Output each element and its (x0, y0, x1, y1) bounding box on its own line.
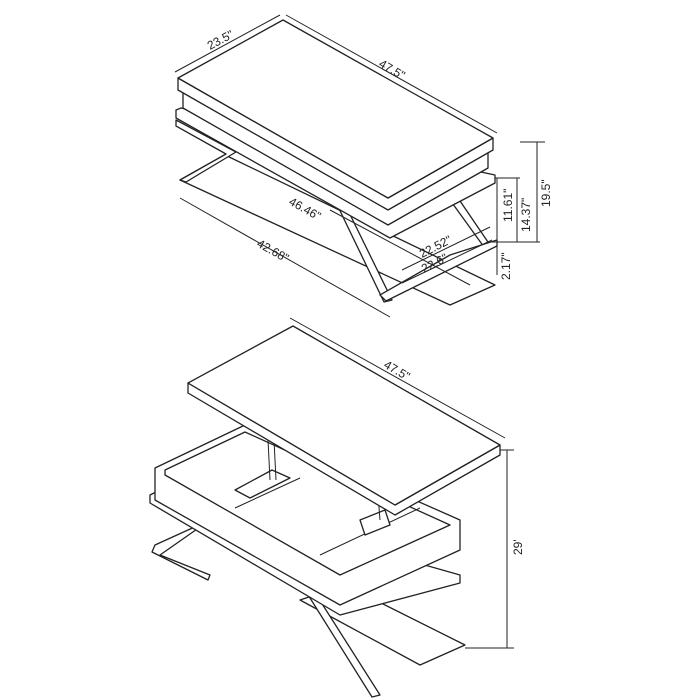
lift-mechanism-right (359, 509, 391, 536)
label-shelf-height-inner: 14.37" (519, 198, 533, 232)
lifted-tabletop (187, 325, 501, 506)
storage-box-inner (164, 431, 451, 576)
label-base-width: 42.68" (255, 236, 292, 265)
label-shelf-clearance: 2.17" (499, 252, 513, 280)
closed-dimension-lines (174, 14, 545, 318)
label-lifted-height: 29' (511, 539, 525, 555)
lifted-table (149, 325, 501, 698)
right-back-leg (449, 197, 491, 248)
label-top-to-shelf: 11.61" (501, 189, 515, 222)
closed-table (175, 19, 498, 306)
lifted-dimension-lines (289, 317, 514, 649)
label-overall-height: 19.5" (539, 179, 553, 207)
tabletop (177, 19, 494, 199)
